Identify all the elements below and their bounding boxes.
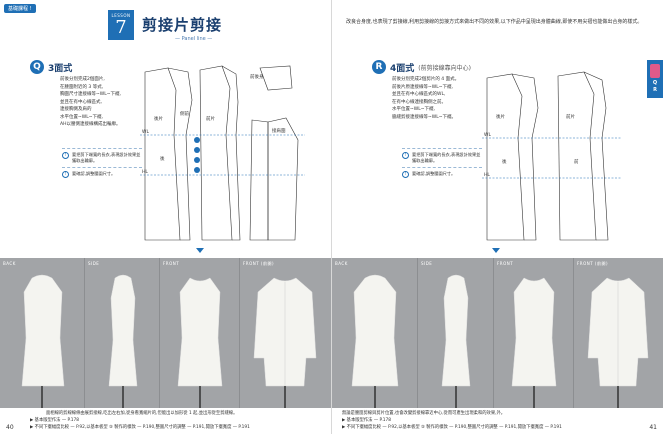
- dress-tab-icon: [650, 64, 660, 78]
- photo-strip-r: BACK SIDE FRONT FRONT (前開): [332, 258, 663, 408]
- info-icon: !: [402, 171, 409, 178]
- pattern-label: 前: [574, 158, 579, 165]
- section-r-notes: ! 要把剪下端寬的長衣,表現設計效果並獲取出輪廓。 ! 要確認,調整腰圍尺寸。: [402, 148, 482, 181]
- photo-back: BACK: [332, 258, 418, 408]
- dress-front-icon: [511, 277, 557, 408]
- arrow-down-icon: [196, 248, 204, 253]
- note-item: ! 要確認,調整腰圍尺寸。: [62, 167, 142, 181]
- lesson-subtitle: — Panel line —: [175, 36, 213, 42]
- photo-front: FRONT: [494, 258, 574, 408]
- section-side-tab: Q R: [647, 60, 663, 98]
- pattern-label: WL: [142, 129, 149, 135]
- section-r-note: (前剪接線靠向中心): [418, 64, 471, 72]
- dress-front-icon: [177, 277, 223, 408]
- pattern-diagram-r: 後片 前片 WL HL 後 前: [482, 71, 622, 241]
- pattern-label: 前後身: [250, 73, 264, 80]
- caption-q: 面相線的剪線線條由展剪接線,吃出左右加,從身看寬縮片的,但能出以加形從 1 起,…: [46, 411, 238, 416]
- left-page: 基礎課程 ! LESSON 7 剪接片剪接 — Panel line — Q 3…: [0, 0, 331, 434]
- jacket-front-icon: [253, 277, 317, 408]
- dress-side-icon: [441, 274, 471, 408]
- pattern-label: HL: [484, 172, 490, 178]
- pattern-label: 後: [160, 155, 165, 162]
- section-r-head: R 4面式 (前剪接線靠向中心): [372, 60, 471, 74]
- refs-r: ▶ 基本版型作法 — P.178 ▶ 不同下擺幅度比較 — P.92,以基本板型…: [342, 418, 562, 430]
- caption-r: 無論是腰圍剪線與剪片位置,也會改變剪接線靠近中心,從而可產生出現柔和的效果,外。: [342, 411, 506, 416]
- refs-q: ▶ 基本版型作法 — P.178 ▶ 不同下擺幅度比較 — P.92,以基本板型…: [30, 418, 250, 430]
- pattern-label: WL: [484, 132, 491, 138]
- section-q-head: Q 3面式: [30, 60, 72, 74]
- dress-back-icon: [351, 274, 399, 408]
- lesson-number: 7: [115, 17, 127, 38]
- right-page: 改良合身度,也表現了剪接線,利用剪接線的剪接方式來做出不同的效果,以下作品中呈現…: [332, 0, 663, 434]
- page-gutter: [331, 0, 332, 434]
- dress-back-icon: [21, 274, 65, 408]
- photo-strip-q: BACK SIDE FRONT FRONT (前開): [0, 258, 331, 408]
- lesson-label: LESSON: [111, 13, 131, 18]
- photo-back: BACK: [0, 258, 85, 408]
- note-item: ! 要確認,調整腰圍尺寸。: [402, 167, 482, 181]
- photo-side: SIDE: [418, 258, 494, 408]
- section-q-badge: Q: [30, 60, 44, 74]
- intro-text: 改良合身度,也表現了剪接線,利用剪接線的剪接方式來做出不同的效果,以下作品中呈現…: [346, 19, 643, 25]
- photo-side: SIDE: [85, 258, 160, 408]
- pattern-label: 前片: [206, 115, 215, 122]
- section-r-description: 前後分別完成2個剪片的 4 面式。 前後片原連接線等~WL~下襬, 並且在有中心…: [392, 77, 460, 120]
- pattern-diagram-q: 前後身 側前 後片 前片 後 WL HL 接肩圍: [140, 65, 305, 241]
- note-item: ! 要把剪下端寬的長衣,表現設計效果並獲取出輪廓。: [62, 148, 142, 167]
- photo-front-open: FRONT (前開): [574, 258, 663, 408]
- pattern-label: 前片: [566, 113, 575, 120]
- info-icon: !: [62, 171, 69, 178]
- page-number: 41: [649, 424, 657, 431]
- photo-front: FRONT: [160, 258, 240, 408]
- course-tag: 基礎課程 !: [4, 4, 36, 13]
- section-r-title: 4面式: [390, 63, 415, 74]
- info-icon: !: [402, 152, 409, 159]
- jacket-front-icon: [587, 277, 649, 408]
- lesson-badge: LESSON 7: [108, 10, 134, 40]
- pattern-label: 後片: [496, 113, 505, 120]
- section-q-notes: ! 要把剪下端寬的長衣,表現設計效果並獲取出輪廓。 ! 要確認,調整腰圍尺寸。: [62, 148, 142, 181]
- section-q-title: 3面式: [48, 63, 73, 74]
- note-item: ! 要把剪下端寬的長衣,表現設計效果並獲取出輪廓。: [402, 148, 482, 167]
- photo-front-open: FRONT (前開): [240, 258, 331, 408]
- page-number: 40: [6, 424, 14, 431]
- pattern-label: 側前: [180, 110, 189, 117]
- section-r-badge: R: [372, 60, 386, 74]
- pattern-label: 接肩圍: [272, 127, 286, 134]
- section-q-description: 前後分別完成2個面片, 在腰圍附近的 3 等式, 胸圍尺寸連接線等~WL~下襬,…: [60, 77, 121, 127]
- info-icon: !: [62, 152, 69, 159]
- pattern-label: 後片: [154, 115, 163, 122]
- lesson-title: 剪接片剪接: [142, 16, 223, 34]
- pattern-label: 後: [502, 158, 507, 165]
- pattern-label: HL: [142, 169, 148, 175]
- arrow-down-icon: [492, 248, 500, 253]
- dress-side-icon: [108, 274, 138, 408]
